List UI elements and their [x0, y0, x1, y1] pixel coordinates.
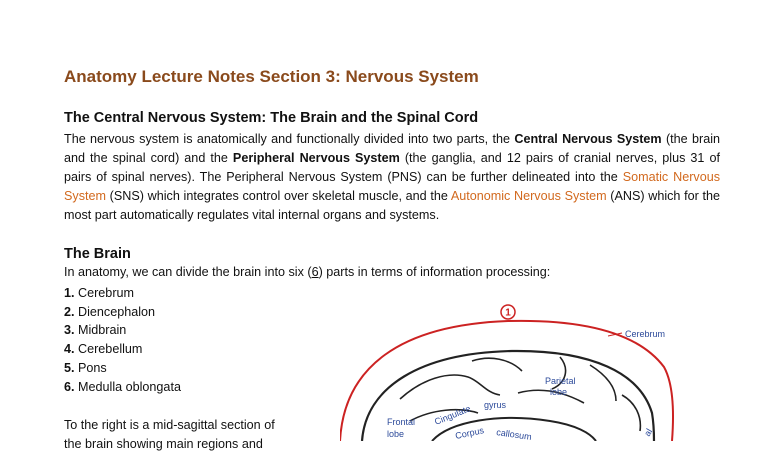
text-run: (the brain and the spinal cord) and the: [64, 132, 721, 165]
list-label: Cerebrum: [78, 286, 135, 300]
list-item: 1. Cerebrum: [64, 284, 181, 303]
cerebrum-outline: [340, 319, 675, 441]
text-run: In anatomy, we can divide the brain into…: [64, 265, 312, 279]
intro-number: 6: [311, 265, 319, 279]
cns-paragraph: The nervous system is anatomically and f…: [64, 130, 720, 225]
corpus-callosum-label: callosum: [496, 427, 533, 441]
term-sns: Somatic Nervous System: [64, 170, 720, 203]
brain-midsagittal-figure: 1 Cerebrum Parietal lobe Cingulate gyrus…: [340, 304, 675, 441]
list-item: 4. Cerebellum: [64, 340, 181, 359]
document-title: Anatomy Lecture Notes Section 3: Nervous…: [64, 67, 479, 86]
sulcus-line: [621, 394, 642, 432]
sulcus-line: [471, 357, 523, 372]
brain-outline: [360, 349, 656, 441]
figure-caption-paragraph: To the right is a mid-sagittal section o…: [64, 416, 316, 454]
parietal-lobe-label: Parietal: [545, 376, 576, 386]
sulcus-line: [517, 389, 585, 404]
sulcus-line: [409, 408, 479, 422]
brain-intro: In anatomy, we can divide the brain into…: [64, 265, 550, 279]
brain-parts-list: 1. Cerebrum 2. Diencephalon 3. Midbrain …: [64, 284, 181, 396]
partial-region-label: al: [642, 427, 654, 438]
frontal-lobe-label: Frontal: [387, 417, 415, 427]
list-label: Pons: [78, 360, 107, 375]
text-run: (the ganglia, and 12 pairs of cranial ne…: [64, 151, 720, 184]
cerebrum-leader-line: [607, 332, 623, 337]
document-page: Anatomy Lecture Notes Section 3: Nervous…: [64, 67, 720, 451]
text-run: the brain showing main regions and: [64, 437, 263, 451]
list-label: Diencephalon: [78, 304, 156, 319]
parietal-lobe-label: lobe: [550, 387, 567, 397]
sulcus-line: [589, 364, 617, 402]
text-run: (SNS) which integrates control over skel…: [106, 189, 451, 203]
sulcus-line: [551, 356, 567, 390]
list-number: 6.: [64, 379, 75, 394]
region-marker-number: 1: [505, 308, 511, 319]
text-run: (ANS) which for the most part automatica…: [64, 189, 720, 222]
region-marker-icon: [500, 304, 516, 320]
list-number: 5.: [64, 360, 75, 375]
list-item: 2. Diencephalon: [64, 303, 181, 322]
list-number: 2.: [64, 304, 75, 319]
list-label: Cerebellum: [78, 342, 143, 357]
term-ans: Autonomic Nervous System: [450, 189, 607, 203]
sulcus-line: [399, 374, 501, 400]
text-run: ) parts in terms of information processi…: [318, 265, 551, 279]
list-number: 4.: [64, 342, 75, 357]
list-number: 3.: [64, 323, 75, 338]
text-run: To the right is a mid-sagittal section o…: [64, 418, 275, 432]
term-cns: Central Nervous System: [514, 132, 662, 146]
corpus-callosum-arc: [431, 416, 597, 441]
list-label: Midbrain: [78, 323, 127, 338]
frontal-lobe-label: lobe: [387, 429, 404, 439]
term-pns: Peripheral Nervous System: [232, 151, 400, 165]
cingulate-gyrus-label: gyrus: [484, 400, 507, 410]
list-label: Medulla oblongata: [78, 379, 181, 394]
list-item: 6. Medulla oblongata: [64, 378, 181, 397]
section-heading-cns: The Central Nervous System: The Brain an…: [64, 110, 479, 126]
list-item: 5. Pons: [64, 359, 181, 378]
list-item: 3. Midbrain: [64, 321, 181, 340]
list-number: 1.: [64, 286, 75, 300]
cerebrum-label: Cerebrum: [625, 329, 665, 339]
text-run: The nervous system is anatomically and f…: [64, 132, 515, 146]
corpus-callosum-label: Corpus: [454, 425, 485, 441]
section-heading-brain: The Brain: [64, 246, 131, 262]
